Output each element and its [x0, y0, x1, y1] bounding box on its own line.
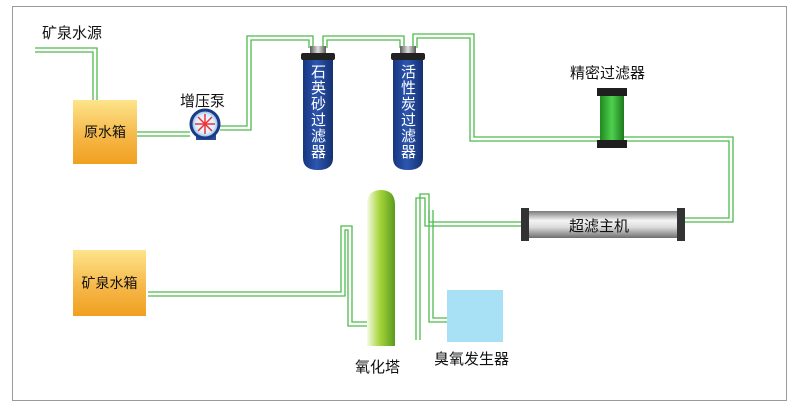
oxidation-tower-label: 氧化塔 — [355, 358, 401, 376]
pipe-precision-to-uf — [620, 136, 734, 223]
mineral-tank-body — [73, 250, 146, 316]
pump-icon — [189, 108, 221, 140]
pump-label: 增压泵 — [180, 92, 226, 110]
pipe-raw-tank-to-pump — [137, 131, 190, 137]
uf-host-icon — [521, 208, 685, 241]
source-label: 矿泉水源 — [42, 24, 103, 42]
pipe-pump-to-quartz — [220, 35, 314, 131]
pipe-ozone-to-tower — [428, 210, 447, 323]
oxidation-tower-icon — [367, 190, 395, 346]
quartz-filter-icon — [301, 46, 335, 170]
pipe-carbon-to-precision — [412, 33, 617, 142]
pipe-quartz-to-carbon — [322, 35, 405, 48]
raw-tank-label: 原水箱 — [84, 125, 126, 141]
quartz-filter-label: 石英砂过滤器 — [309, 64, 327, 160]
pipe-source-to-raw-tank — [35, 47, 98, 100]
carbon-filter-label: 活性炭过滤器 — [399, 64, 417, 160]
carbon-filter-icon — [391, 46, 425, 170]
precision-filter-icon — [597, 88, 627, 148]
diagram-frame — [12, 6, 787, 401]
ozone-generator-label: 臭氧发生器 — [434, 350, 510, 368]
mineral-tank-label: 矿泉水箱 — [81, 276, 138, 292]
pipe-uf-to-tower — [415, 193, 521, 340]
uf-host-label: 超滤主机 — [569, 217, 630, 235]
pipe-tower-to-mineral-tank — [148, 225, 367, 327]
precision-filter-label: 精密过滤器 — [570, 64, 646, 82]
raw-tank-body — [73, 100, 137, 164]
ozone-generator-body — [447, 290, 503, 342]
